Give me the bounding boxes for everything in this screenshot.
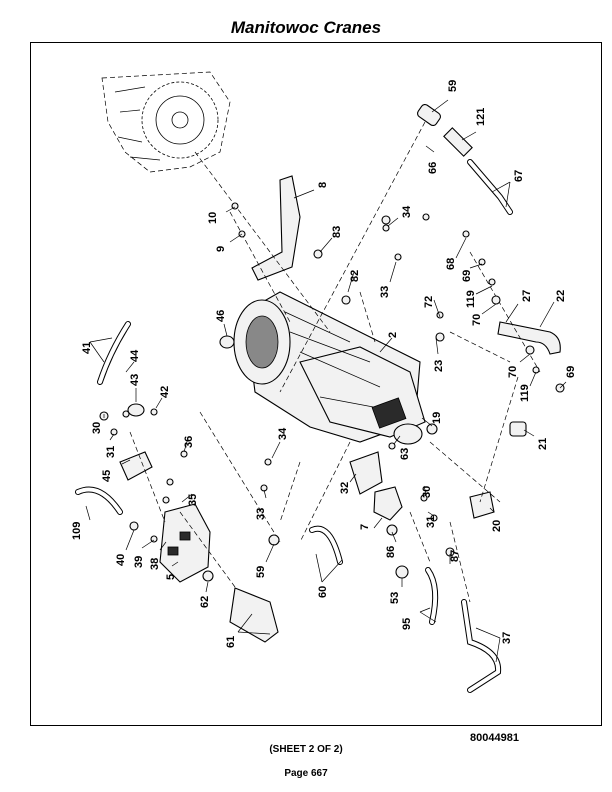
callout-5: 5 (165, 574, 177, 580)
callout-labels: 59 121 66 67 8 10 9 83 34 82 33 68 69 11… (71, 80, 577, 648)
part-42 (150, 408, 158, 416)
callout-30-right: 30 (421, 486, 433, 498)
callout-83: 83 (331, 226, 343, 238)
callout-leaders (85, 99, 567, 663)
callout-32: 32 (339, 482, 351, 494)
callout-23: 23 (433, 360, 445, 372)
page-header-title: Manitowoc Cranes (230, 18, 382, 37)
callout-42: 42 (159, 386, 171, 398)
callout-21: 21 (537, 438, 549, 450)
callout-72: 72 (423, 296, 435, 308)
fitting-part-46 (219, 335, 235, 349)
callout-121: 121 (475, 108, 487, 126)
callout-60: 60 (317, 586, 329, 598)
hose-61 (229, 587, 279, 643)
callout-45: 45 (101, 470, 113, 482)
callout-43: 43 (129, 374, 141, 386)
sheet-indicator: (SHEET 2 OF 2) (269, 744, 343, 755)
fitting-59-top (416, 103, 442, 127)
callout-44: 44 (129, 349, 141, 362)
callout-20: 20 (491, 520, 503, 532)
callout-53: 53 (389, 592, 401, 604)
callout-69-top: 69 (461, 270, 473, 282)
callout-87: 87 (449, 550, 461, 562)
callout-62: 62 (199, 596, 211, 608)
callout-86: 86 (385, 546, 397, 558)
callout-31-left: 31 (105, 446, 117, 458)
document-number: 80044981 (470, 732, 519, 744)
callout-2: 2 (387, 332, 399, 338)
callout-22: 22 (555, 290, 567, 302)
callout-9: 9 (215, 246, 227, 252)
valve-part-7 (373, 486, 403, 521)
callout-34-top: 34 (401, 205, 413, 218)
engine-flywheel-outline (101, 71, 231, 173)
bracket-part-8 (251, 175, 301, 281)
callout-19: 19 (431, 412, 443, 424)
transmission-assembly (233, 291, 426, 445)
callout-10: 10 (207, 212, 219, 224)
page-number: Page 667 (284, 768, 328, 779)
hose-95 (425, 567, 439, 625)
hose-41 (97, 321, 131, 385)
hose-67 (467, 159, 513, 215)
callout-69-bottom: 69 (565, 366, 577, 378)
callout-34-bottom: 34 (277, 427, 289, 440)
callout-46: 46 (215, 310, 227, 322)
callout-39: 39 (133, 556, 145, 568)
callout-70-bottom: 70 (507, 366, 519, 378)
gasket-part-45 (119, 451, 153, 481)
hose-60 (309, 525, 343, 565)
hose-109 (75, 486, 123, 515)
callout-33-bottom: 33 (255, 508, 267, 520)
callout-119-top: 119 (465, 290, 477, 308)
callout-66: 66 (427, 162, 439, 174)
callout-109: 109 (71, 522, 83, 540)
assembly-lines (129, 121, 541, 603)
hose-37 (461, 599, 502, 693)
callout-27: 27 (521, 290, 533, 302)
callout-30-left: 30 (91, 422, 103, 434)
callout-35: 35 (187, 494, 199, 506)
plate-part-32 (349, 451, 383, 495)
callout-36: 36 (183, 436, 195, 448)
callout-33-top: 33 (379, 286, 391, 298)
tube-22 (497, 321, 561, 355)
callout-7: 7 (359, 524, 371, 530)
callout-70-top: 70 (471, 314, 483, 326)
pump-part-5 (159, 503, 211, 583)
callout-8: 8 (317, 182, 329, 188)
part-43 (127, 403, 145, 417)
callout-38: 38 (149, 558, 161, 570)
callout-41: 41 (81, 342, 93, 354)
exploded-parts-diagram: 59 121 66 67 8 10 9 83 34 82 33 68 69 11… (71, 71, 577, 693)
callout-68: 68 (445, 258, 457, 270)
callout-63: 63 (399, 448, 411, 460)
callout-59-top: 59 (447, 80, 459, 92)
callout-119-bottom: 119 (519, 384, 531, 402)
callout-82: 82 (349, 270, 361, 282)
callout-59-bottom: 59 (255, 566, 267, 578)
callout-61: 61 (225, 636, 237, 648)
callout-67: 67 (513, 170, 525, 182)
fitting-21 (509, 421, 527, 437)
callout-95: 95 (401, 618, 413, 630)
callout-37: 37 (501, 632, 513, 644)
hose-121 (443, 127, 473, 157)
callout-40: 40 (115, 554, 127, 566)
callout-31-right: 31 (425, 516, 437, 528)
